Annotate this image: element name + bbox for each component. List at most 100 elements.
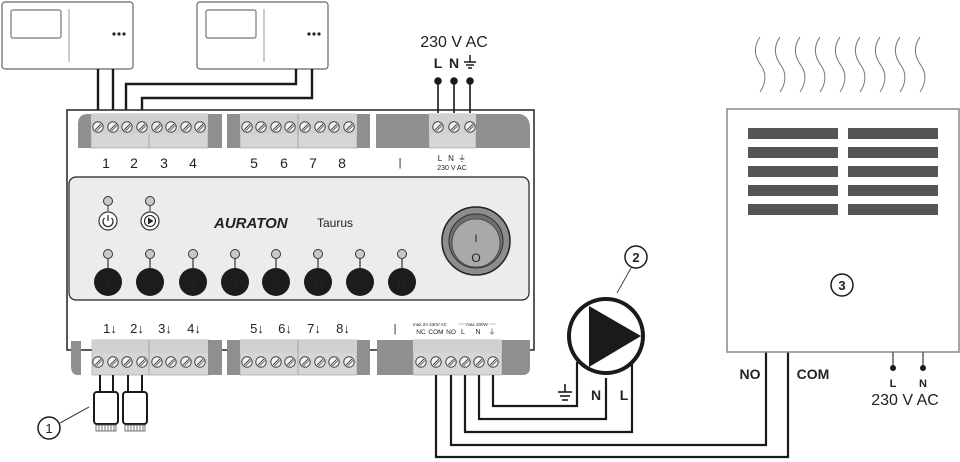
power-icon [102,215,114,228]
switch-off-label: O [471,251,480,265]
top-terminal-2: 2 [130,155,138,171]
grille-bar [748,128,838,139]
terminal-screw [270,356,282,368]
terminal-screw [151,121,163,133]
terminal-screw [121,356,133,368]
terminal-screw [241,121,253,133]
zone-led [355,249,365,259]
relay-and-pump-wires [434,350,790,459]
top-terminal-4: 4 [189,155,197,171]
terminal-screw [448,121,460,133]
pump-rating: max 200W [466,322,488,327]
zone-button-label: 1 [104,275,113,292]
bottom-terminal-1: 1↓ [103,321,117,336]
boiler-no-label: NO [740,366,761,382]
zone-led [313,249,323,259]
zone-button-6[interactable]: 6 [304,249,332,297]
zone-button-8[interactable]: 8 [388,249,416,297]
thermostat-wires [96,69,314,113]
actuators: 1 [37,375,148,440]
terminal-screw [459,356,471,368]
model-name: Taurus [317,216,353,230]
grille-bar [848,204,938,215]
boiler-com-label: COM [797,366,830,382]
top-terminal-6: 6 [280,155,288,171]
bottom-terminal-2: 2↓ [130,321,144,336]
terminal-screw [473,356,485,368]
terminal-screw [180,356,192,368]
play-icon [143,214,157,228]
terminal-screw [136,121,148,133]
terminal-screw [165,121,177,133]
terminal-screw [343,121,355,133]
pump-n-terminal-label: N [475,329,480,336]
terminal-screw [328,356,340,368]
bottom-terminal-8: 8↓ [336,321,350,336]
top-terminal-3: 3 [160,155,168,171]
pump-l-label: L [620,387,629,403]
terminal-screw [136,356,148,368]
zone-button-label: 6 [314,275,323,292]
mains-n-label: N [449,55,459,71]
callout-1-number: 1 [45,421,52,436]
terminal-screw [121,121,133,133]
bottom-screws [92,356,499,368]
terminal-screw [241,356,253,368]
menu-dots-icon [112,32,126,36]
terminal-screw [180,121,192,133]
callout-2: 2 [624,245,648,269]
heat-waves-icon [754,36,926,93]
callout-1: 1 [37,416,61,440]
terminal-screw [328,121,340,133]
bottom-marker: | [394,323,397,335]
relay-com-label: COM [428,329,443,336]
zone-button-1[interactable]: 1 [94,249,122,297]
bottom-labels: 1↓ 2↓ 3↓ 4↓ 5↓ 6↓ 7↓ 8↓ | max 2A 230V AC… [103,321,496,336]
grille-bar [848,185,938,196]
terminal-screw [314,121,326,133]
play-status-indicator [140,196,160,231]
relay-no-label: NO [446,329,456,336]
callout-3-number: 3 [838,278,845,293]
boiler-grille [748,128,938,215]
terminal-screw [314,356,326,368]
zone-button-3[interactable]: 3 [179,249,207,297]
thermostat-2 [196,1,329,70]
heat-wave [874,36,886,93]
terminal-screw [255,121,267,133]
terminal-screw [194,121,206,133]
zone-button-7[interactable]: 7 [346,249,374,297]
zone-button-label: 5 [272,275,281,292]
heat-wave [834,36,846,93]
grille-bar [848,128,938,139]
terminal-screw [487,356,499,368]
ground-icon [558,384,572,401]
heat-wave [854,36,866,93]
top-screws [92,121,476,133]
pump-l-terminal-label: L [461,329,465,336]
top-terminal-7: 7 [309,155,317,171]
relay-rating: max 2A 230V AC [413,322,448,327]
zone-button-2[interactable]: 2 [136,249,164,297]
terminal-screw [432,121,444,133]
top-terminal-8: 8 [338,155,346,171]
zone-button-label: 7 [356,275,365,292]
terminal-screw [299,356,311,368]
mains-l-label: L [434,55,443,71]
grille-bar [848,166,938,177]
terminal-screw [430,356,442,368]
callout-2-number: 2 [632,250,639,265]
actuator-2 [122,391,148,432]
bottom-terminal-6: 6↓ [278,321,292,336]
heat-wave [754,36,766,93]
top-power-label-n: N [448,154,454,163]
power-switch[interactable]: I O [441,206,511,276]
zone-button-5[interactable]: 5 [262,249,290,297]
top-zone-labels: 1 2 3 4 5 6 7 8 | L N ⏚ 230 V AC [102,154,467,172]
zone-button-label: 4 [231,275,240,292]
pump-pe-terminal-label: ⏚ [489,328,496,336]
top-power-marker: | [399,157,402,169]
zone-button-4[interactable]: 4 [221,249,249,297]
pump: N L 2 [558,245,648,403]
zone-led [188,249,198,259]
